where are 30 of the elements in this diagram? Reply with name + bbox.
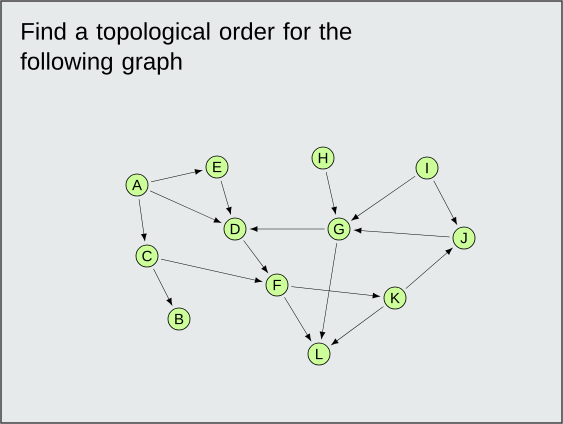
graph-vertex: C [136, 244, 158, 268]
title: Find a topological order for the following graph [20, 22, 352, 75]
arrow [291, 286, 380, 298]
arrow [351, 176, 416, 220]
graph-vertex: A [126, 174, 148, 196]
graph-vertex: I [416, 156, 438, 180]
graph-vertex: B [168, 308, 190, 330]
arrow [406, 248, 453, 289]
graph-vertex: F [266, 274, 288, 296]
arrow [150, 190, 222, 223]
arrow [250, 226, 325, 232]
graph-vertex: L [308, 342, 330, 366]
arrow [354, 228, 450, 238]
graph-vertex: G [328, 218, 350, 240]
arrow [433, 180, 458, 225]
arrow [138, 199, 147, 241]
arrow [160, 258, 262, 283]
arrow [220, 180, 232, 214]
graph-vertex: H [312, 146, 334, 170]
graph-vertex: D [224, 218, 246, 240]
arrow [284, 297, 312, 342]
arrow [243, 240, 268, 273]
graph-vertex: J [452, 226, 476, 250]
arrow [331, 306, 384, 346]
graph-vertex: K [384, 286, 406, 310]
graph-vertex: E [206, 156, 228, 178]
arrow [153, 268, 172, 306]
arrow [320, 242, 337, 340]
arrow [326, 172, 337, 214]
arrow [150, 169, 202, 182]
